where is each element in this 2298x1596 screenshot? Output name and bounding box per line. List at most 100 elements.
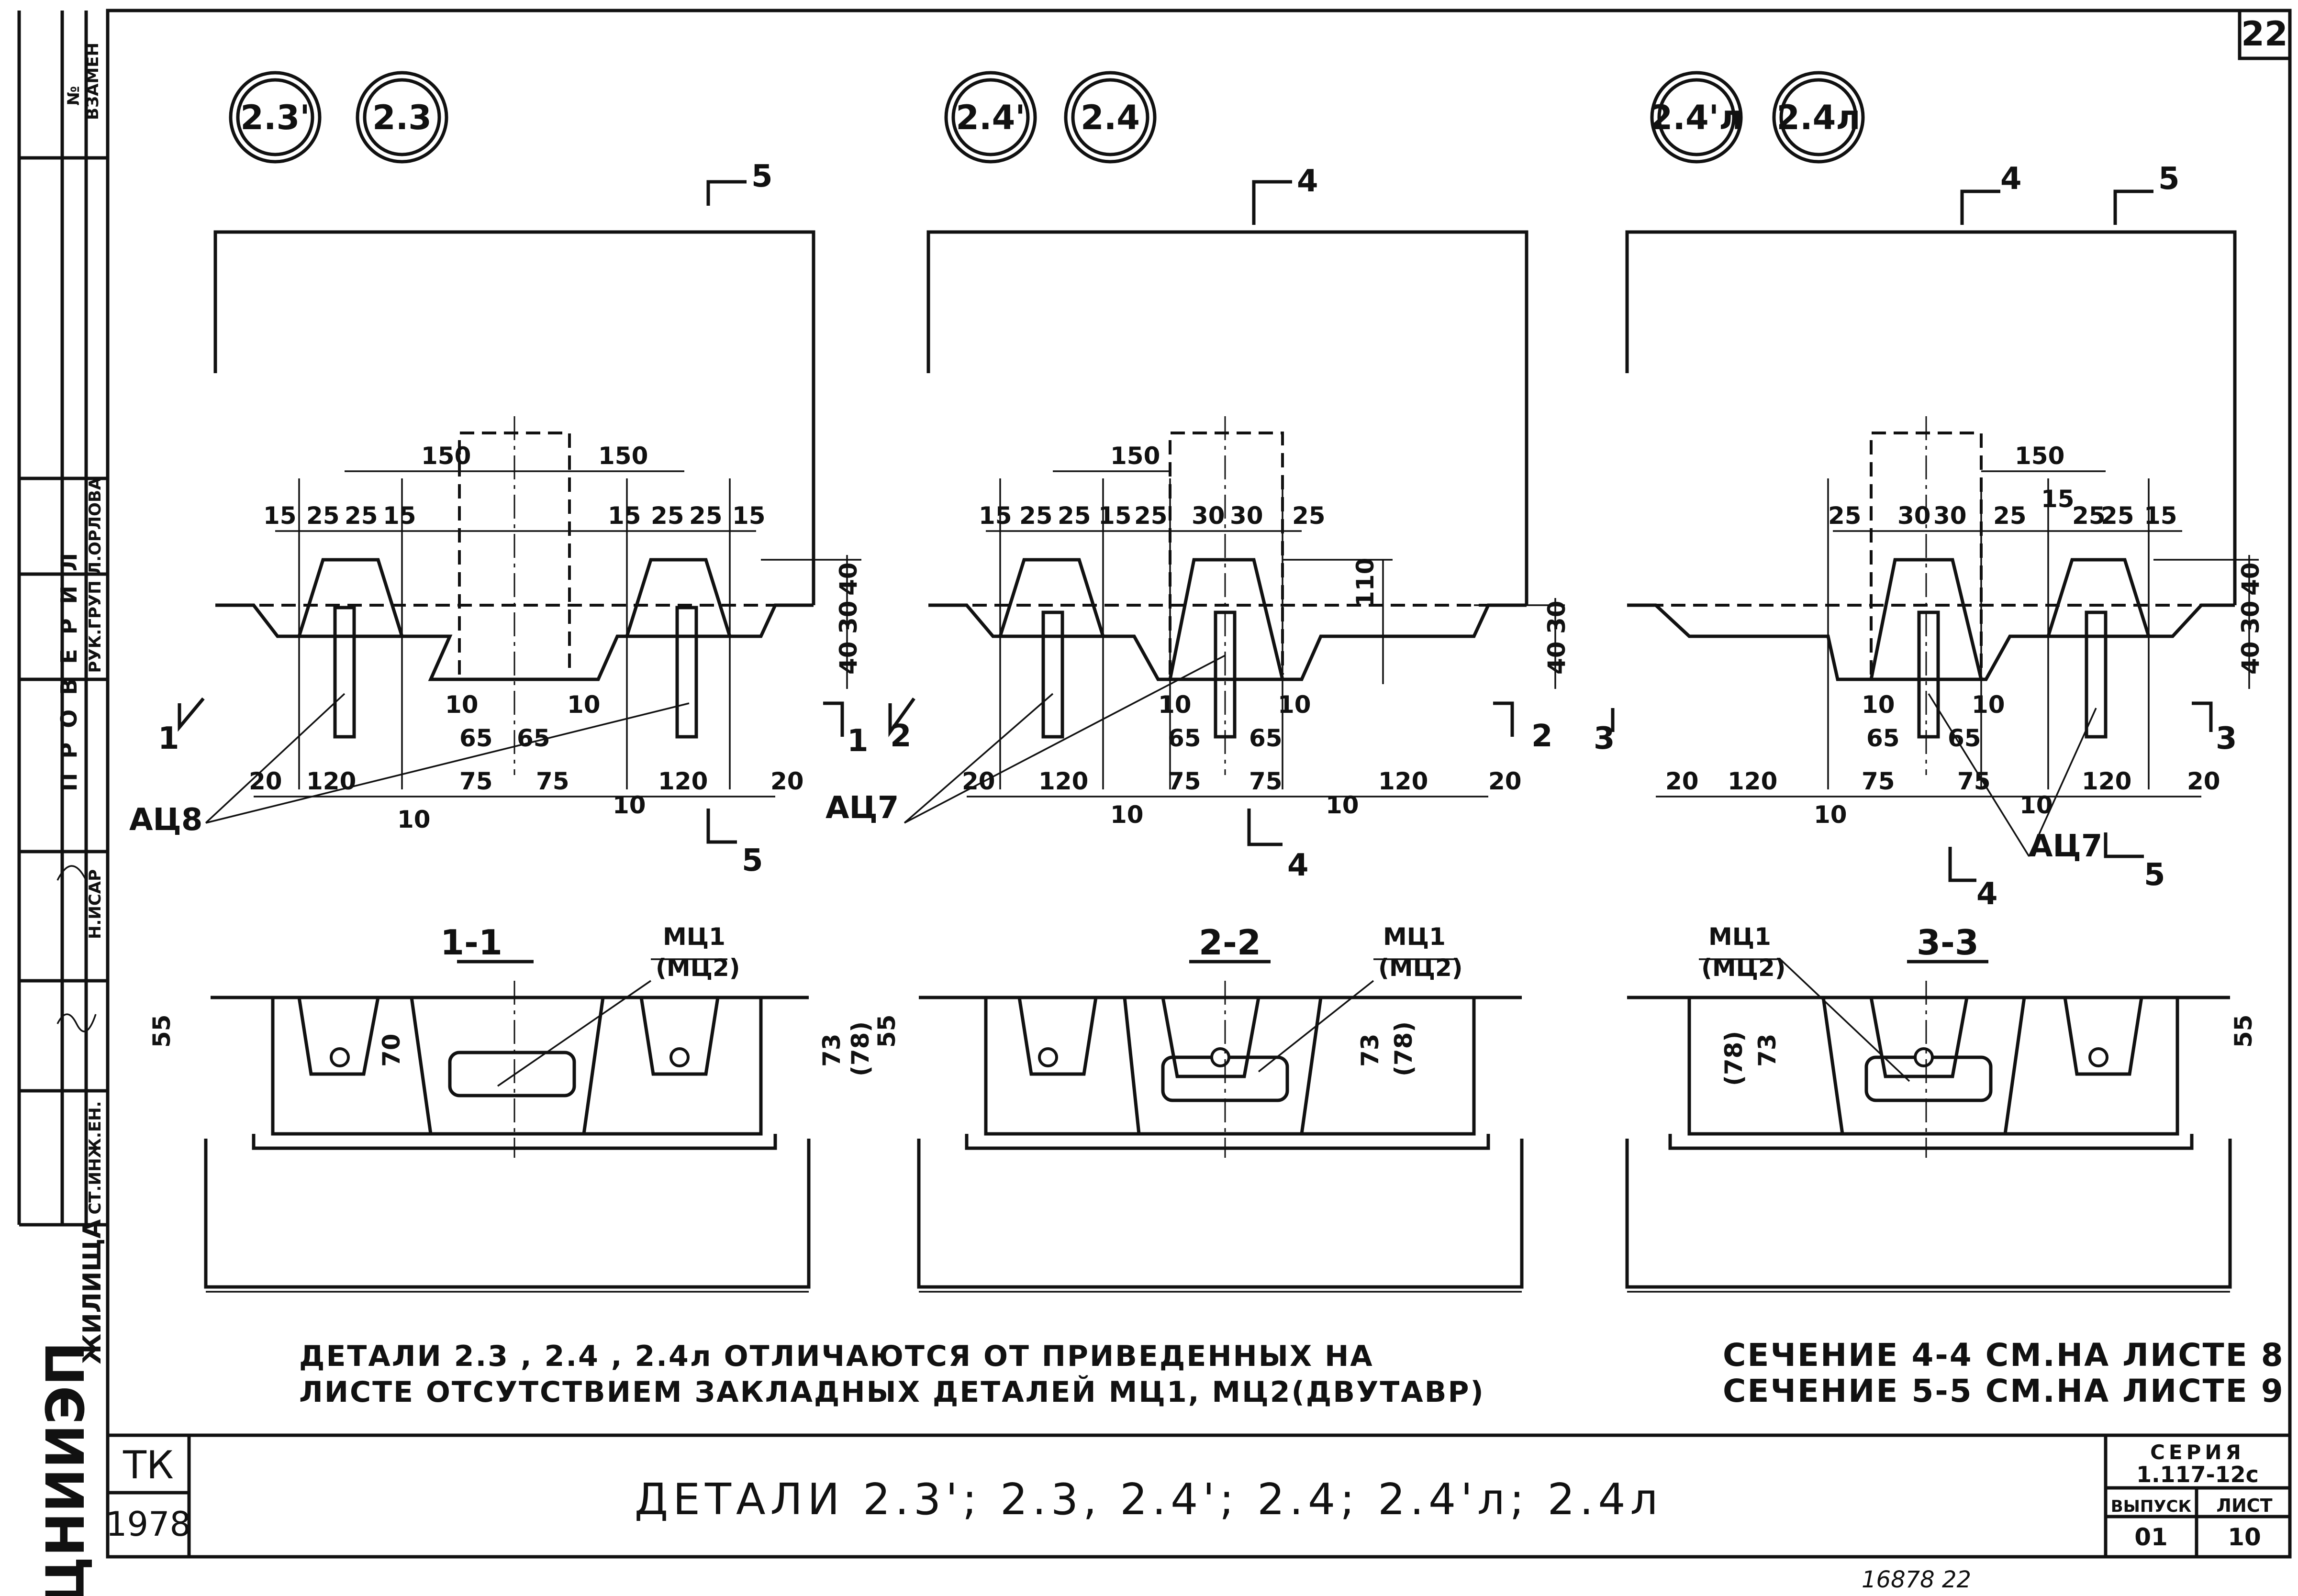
dim-p1-v1: 40 (835, 562, 862, 596)
dim-p1-v2: 30 (835, 600, 862, 634)
dim-p2-s5: 25 (1134, 502, 1168, 530)
dim-p3-s6: 25 (2072, 502, 2106, 530)
cut-p1-right: 1 (847, 723, 869, 759)
note-left-line-1: ДЕТАЛИ 2.3 , 2.4 , 2.4л ОТЛИЧАЮТСЯ ОТ ПР… (299, 1340, 1374, 1373)
cut-p3-bottom-4: 4 (1976, 876, 1998, 912)
dim-p2-b6: 20 (1488, 767, 1522, 795)
dim-p3-s2: 30 (1897, 502, 1931, 530)
dim-p1-s6: 25 (651, 502, 684, 530)
dim-p1-b4: 75 (536, 767, 569, 795)
dim-p2-v1: 110 (1351, 558, 1379, 608)
dim-p2-s1: 15 (979, 502, 1012, 530)
dim-p2-s7: 30 (1230, 502, 1263, 530)
dim-p3-s8: 15 (2144, 502, 2177, 530)
anchor-p1: АЦ8 (129, 802, 202, 838)
stamp-checked-header: ПРОВЕРИЛ (56, 539, 82, 791)
notes: ДЕТАЛИ 2.3 , 2.4 , 2.4л ОТЛИЧАЮТСЯ ОТ ПР… (299, 1337, 2285, 1409)
dim-p2-i4: 65 (1249, 724, 1283, 752)
dim-p3-b6: 20 (2187, 767, 2220, 795)
dim-p1-top-left: 150 (421, 442, 471, 470)
stamp-org-logo: ЦНИИЭП (35, 1341, 96, 1596)
anchor-p3: АЦ7 (2029, 829, 2102, 864)
stamp-zamen: ВЗАМЕН (83, 43, 102, 120)
dim-p1-b1: 20 (249, 767, 282, 795)
dim-p1-s3: 25 (345, 502, 378, 530)
dim-p2-top: 150 (1110, 442, 1160, 470)
series-value: 1.117-12с (2136, 1462, 2259, 1487)
callout-2-2-mc2: (МЦ2) (1378, 954, 1463, 982)
dim-p2-b4: 75 (1249, 767, 1283, 795)
dim-p2-i3: 65 (1168, 724, 1201, 752)
badge-2-3: 2.3 (372, 98, 432, 137)
dim-p2-s3: 25 (1058, 502, 1091, 530)
dim-p1-s4: 15 (383, 502, 416, 530)
dim-3-3-c: 55 (2230, 1014, 2257, 1048)
dim-p2-v2: 40 (1543, 641, 1571, 675)
dim-1-1-c: 73 (818, 1033, 846, 1067)
dim-p3-b4: 75 (1957, 767, 1991, 795)
dim-p3-b3: 75 (1862, 767, 1895, 795)
stamp-org-line: ЖИЛИЩА (78, 1219, 107, 1364)
issue-value: 01 (2134, 1523, 2168, 1551)
sheet-label: ЛИСТ (2216, 1495, 2272, 1516)
dim-p2-u1: 10 (1110, 801, 1144, 829)
dim-3-3-a: (78) (1720, 1031, 1748, 1086)
title-block: ТК 1978 ДЕТАЛИ 2.3'; 2.3, 2.4'; 2.4; 2.4… (106, 1441, 2273, 1551)
signature-mark-2 (56, 865, 87, 881)
dim-p3-v1: 40 (2237, 562, 2265, 596)
panel-3-plan: 150 25 30 30 25 15 25 25 15 40 30 40 10 … (1594, 161, 2265, 912)
dim-p3-s3: 30 (1933, 502, 1967, 530)
dim-p2-i2: 10 (1278, 691, 1311, 719)
dim-p3-v2: 30 (2237, 600, 2265, 634)
cut-p2-right: 2 (1531, 719, 1553, 754)
cut-p3-top-4: 4 (2000, 161, 2022, 197)
footer-handwriting: 16878 22 (1862, 1566, 1971, 1593)
signature-mark (56, 1013, 97, 1032)
dim-1-1-d: (78) (847, 1021, 874, 1076)
title-year: 1978 (106, 1505, 191, 1544)
section-label-1-1: 1-1 (440, 922, 502, 963)
dim-p1-b6: 20 (770, 767, 804, 795)
dim-p2-s6: 30 (1192, 502, 1225, 530)
dim-p2-b3: 75 (1168, 767, 1201, 795)
dim-p1-b3: 75 (459, 767, 493, 795)
dim-2-2-a: 55 (873, 1014, 901, 1048)
badge-2-4: 2.4 (1081, 98, 1140, 137)
dim-1-1-a: 55 (148, 1014, 176, 1048)
callout-1-1-mc1: МЦ1 (663, 923, 725, 951)
badge-group-3: 2.4'л 2.4л (1650, 71, 1865, 164)
dim-p2-s2: 25 (1019, 502, 1053, 530)
dim-p3-i4: 65 (1948, 724, 1981, 752)
sheet-number-box: 22 (2238, 9, 2292, 60)
cut-p3-left: 3 (1594, 721, 1615, 756)
note-right-line-2: СЕЧЕНИЕ 5-5 СМ.НА ЛИСТЕ 9 (1723, 1373, 2285, 1409)
section-1-1: 1-1 МЦ1 (МЦ2) 55 70 73 (78) (148, 922, 874, 1293)
callout-1-1-mc2: (МЦ2) (656, 954, 740, 982)
badge-2-4-prime: 2.4' (956, 98, 1025, 137)
dim-1-1-b: 70 (378, 1033, 405, 1067)
callout-2-2-mc1: МЦ1 (1383, 923, 1446, 951)
dim-p3-i2: 10 (1972, 691, 2005, 719)
badge-group-2: 2.4' 2.4 (944, 71, 1157, 164)
dim-p2-s8: 25 (1292, 502, 1326, 530)
left-stamp: ВЗАМЕН № ПРОВЕРИЛ РУК.ГРУП Н.ИСАР СТ.ИНЖ… (17, 11, 110, 1596)
cut-p1-left: 1 (158, 721, 179, 756)
cut-p3-right: 3 (2216, 721, 2237, 756)
dim-p2-i1: 10 (1158, 691, 1192, 719)
dim-p1-s5: 15 (608, 502, 641, 530)
cut-p2-left: 2 (890, 719, 912, 754)
dim-p2-s4: 15 (1098, 502, 1132, 530)
dim-p1-i3: 65 (459, 724, 493, 752)
dim-3-3-b: 73 (1753, 1033, 1781, 1067)
dim-p1-v3: 40 (835, 641, 862, 675)
dim-p2-b5: 120 (1378, 767, 1428, 795)
badge-2-4-l: 2.4л (1776, 98, 1860, 137)
dim-2-2-b: 73 (1356, 1033, 1384, 1067)
cut-p2-top: 4 (1297, 164, 1318, 199)
dim-p1-u1: 10 (397, 806, 431, 833)
dim-p1-s1: 15 (263, 502, 297, 530)
section-2-2: 2-2 МЦ1 (МЦ2) 55 73 (78) (873, 922, 1524, 1293)
badge-group-1: 2.3' 2.3 (229, 71, 448, 164)
dim-p2-u2: 10 (1326, 791, 1359, 819)
stamp-role-isar: Н.ИСАР (86, 869, 105, 939)
